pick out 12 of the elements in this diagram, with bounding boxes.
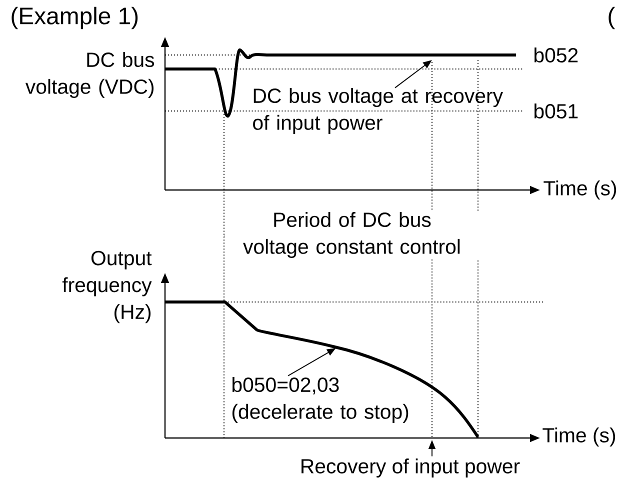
axis-label: b051 (534, 104, 578, 118)
callout-text: DC bus voltage at recovery of input power (253, 88, 503, 134)
callout-text: Recovery of input power (302, 458, 520, 478)
axis-label: Time (s) (542, 427, 616, 446)
callout-text: b050=02,03 (decelerate to stop) (232, 377, 408, 423)
axis-label: b052 (534, 48, 578, 62)
axis-label: (Example 1) (12, 6, 138, 30)
axis-label: Period of DC bus voltage constant control (225, 211, 479, 259)
axis-label: Time (s) (544, 180, 616, 200)
axis-label: ( (608, 6, 616, 30)
axis-label: DC bus voltage (VDC) (25, 52, 154, 98)
axis-label: Output frequency (Hz) (62, 250, 152, 324)
